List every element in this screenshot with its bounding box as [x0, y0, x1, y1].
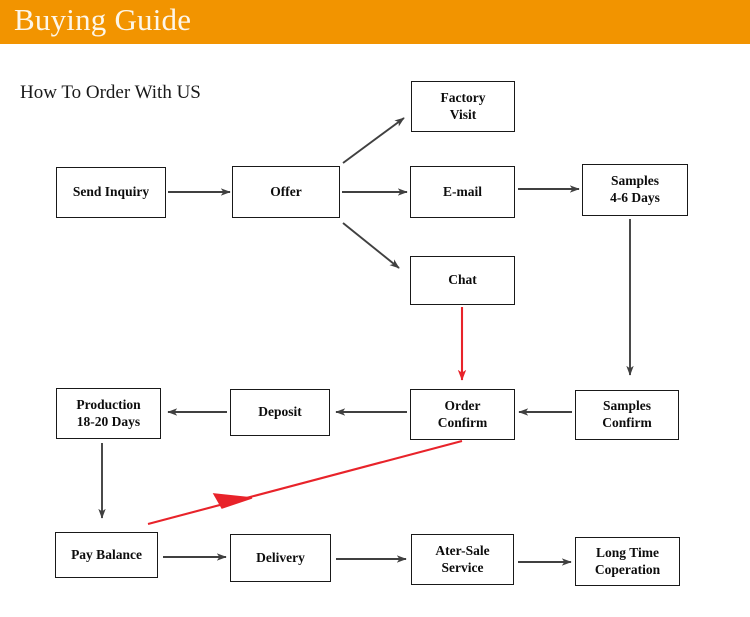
flow-node-label: Order Confirm	[437, 397, 488, 430]
flow-node-offer[interactable]: Offer	[232, 166, 340, 218]
flow-node-label: Delivery	[256, 549, 305, 565]
flow-node-label: Pay Balance	[71, 546, 142, 562]
flow-node-label: Samples 4-6 Days	[610, 173, 660, 205]
flow-node-after-sale-service[interactable]: Ater-Sale Service	[411, 534, 514, 585]
flow-node-delivery[interactable]: Delivery	[230, 534, 331, 582]
flow-node-label: Factory Visit	[440, 89, 486, 122]
flow-node-production[interactable]: Production 18-20 Days	[56, 388, 161, 439]
edge-order-confirm-to-pay-balance-arrowhead	[212, 493, 253, 509]
flow-node-long-time-coperation[interactable]: Long Time Coperation	[575, 537, 680, 586]
flow-node-label: Deposit	[258, 404, 302, 420]
flow-node-label: Samples Confirm	[602, 398, 652, 430]
edge-order-confirm-to-pay-balance	[147, 439, 463, 526]
flow-node-send-inquiry[interactable]: Send Inquiry	[56, 167, 166, 218]
flow-node-chat[interactable]: Chat	[410, 256, 515, 305]
flow-node-email[interactable]: E-mail	[410, 166, 515, 218]
flow-node-factory-visit[interactable]: Factory Visit	[411, 81, 515, 132]
flow-node-samples-days[interactable]: Samples 4-6 Days	[582, 164, 688, 216]
flow-node-deposit[interactable]: Deposit	[230, 389, 330, 436]
flow-node-label: Offer	[270, 183, 302, 199]
section-heading: How To Order With US	[20, 82, 201, 103]
page-header-bar	[0, 0, 750, 44]
flow-node-label: Ater-Sale Service	[435, 542, 490, 575]
flow-node-label: Production 18-20 Days	[76, 396, 141, 429]
flow-node-pay-balance[interactable]: Pay Balance	[55, 532, 158, 578]
edge-offer-to-factory-visit	[342, 117, 405, 164]
edge-offer-to-chat	[342, 222, 400, 269]
flow-node-label: Long Time Coperation	[594, 544, 661, 577]
flow-node-label: Send Inquiry	[72, 184, 150, 200]
flow-node-label: E-mail	[443, 183, 482, 199]
flow-node-label: Chat	[448, 272, 477, 288]
edge-order-confirm-to-pay-balance-arrowhead-2	[214, 496, 247, 506]
flow-node-samples-confirm[interactable]: Samples Confirm	[575, 390, 679, 440]
page-title: Buying Guide	[14, 2, 192, 37]
flow-node-order-confirm[interactable]: Order Confirm	[410, 389, 515, 440]
